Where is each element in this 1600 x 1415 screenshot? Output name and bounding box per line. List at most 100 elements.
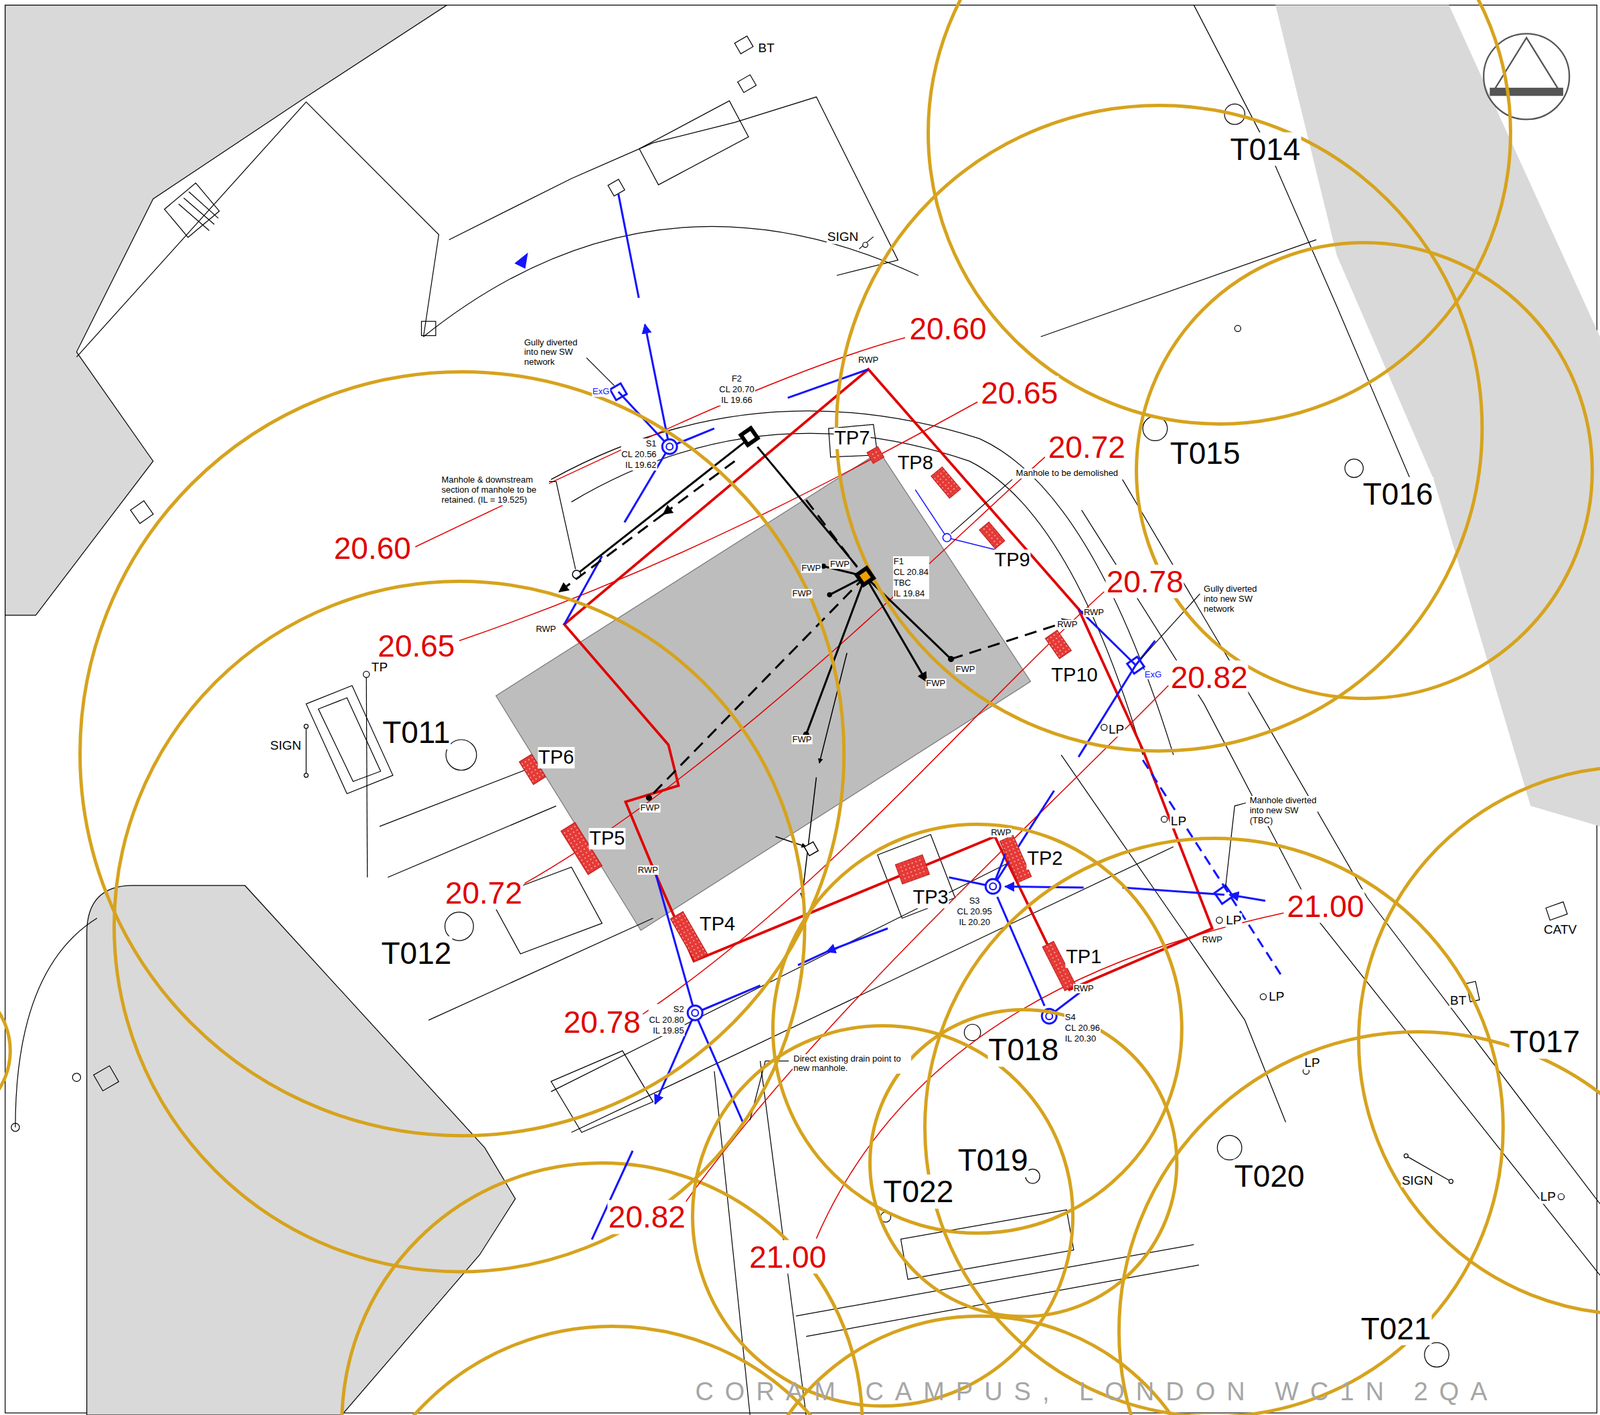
sign-post bbox=[858, 236, 873, 250]
tree-id: T012 bbox=[380, 935, 452, 971]
annotation-note: Manhole to be demolished bbox=[1015, 468, 1120, 479]
canopy-shape bbox=[1134, 241, 1594, 701]
tree-id: T016 bbox=[1362, 476, 1434, 511]
foul-network bbox=[558, 438, 1072, 898]
lamp-post bbox=[1216, 917, 1223, 924]
manhole-symbol bbox=[1038, 1006, 1060, 1027]
manhole-level: IL 19.66 bbox=[718, 394, 755, 406]
drain-point-label: FWP bbox=[829, 559, 851, 570]
catv-chamber bbox=[1545, 901, 1568, 920]
drain-point-label: RWP bbox=[1056, 619, 1078, 630]
street-furniture-label: TP bbox=[370, 660, 389, 675]
manhole-data: F1CL 20.84TBCIL 19.84 bbox=[893, 556, 930, 600]
boundary-line bbox=[1193, 5, 1424, 511]
annotation-note: Manhole & downstream section of manhole … bbox=[440, 475, 549, 506]
trial-pit: TP7 bbox=[866, 445, 885, 464]
street-furniture-label: LP bbox=[1267, 990, 1285, 1005]
canopy-outline bbox=[1358, 767, 1600, 1315]
trial-pit: TP3 bbox=[895, 852, 930, 888]
manhole-symbol bbox=[739, 426, 760, 447]
manhole-level: IL 20.20 bbox=[956, 917, 993, 928]
lamp-post bbox=[1557, 1193, 1564, 1200]
tree-id: T022 bbox=[882, 1174, 954, 1210]
trial-pit-id: TP4 bbox=[698, 913, 736, 936]
kerb-curve bbox=[15, 918, 98, 1128]
foul-pipe-proposed bbox=[558, 514, 663, 592]
flow-line bbox=[802, 777, 817, 898]
contour-line bbox=[685, 685, 1169, 1202]
trial-pit-id: TP3 bbox=[912, 887, 950, 909]
tree-id: T011 bbox=[381, 715, 451, 750]
sign-foot bbox=[1403, 1154, 1408, 1159]
contour-level: 20.60 bbox=[908, 311, 987, 347]
manhole-level: IL 19.62 bbox=[620, 459, 657, 471]
small-chamber bbox=[130, 500, 154, 524]
manhole-cover bbox=[859, 571, 871, 583]
manhole-id: S4 bbox=[1064, 1012, 1101, 1023]
trial-pit-id: TP1 bbox=[1065, 946, 1102, 969]
sign-foot bbox=[303, 773, 308, 778]
sw-pipe bbox=[644, 324, 670, 448]
annotation-note: Gully diverted into new SW network bbox=[1203, 584, 1266, 615]
base-map bbox=[11, 5, 1600, 1415]
drain-point-label: FWP bbox=[800, 563, 822, 574]
drain-point-label: RWP bbox=[1201, 935, 1224, 945]
existing-gully bbox=[1127, 656, 1145, 674]
drain-point-label: RWP bbox=[857, 355, 879, 365]
bt-chamber bbox=[734, 36, 754, 55]
canopy-outline bbox=[928, 0, 1511, 424]
street-furniture-label: LP bbox=[1107, 722, 1125, 737]
tree-canopy: T016 bbox=[1134, 241, 1594, 701]
building-outline bbox=[1041, 239, 1317, 337]
street-furniture-label: BT bbox=[757, 40, 776, 55]
tree-canopy: T022 bbox=[690, 1024, 1075, 1408]
manhole-level: CL 20.96 bbox=[1064, 1022, 1101, 1034]
tree-trunk bbox=[1217, 1135, 1242, 1161]
drain-point-label: FWP bbox=[639, 803, 661, 813]
contour-line bbox=[816, 913, 1284, 1239]
manhole-cover bbox=[989, 883, 997, 891]
fwp-point bbox=[947, 656, 954, 663]
canopy-shape bbox=[926, 0, 1513, 426]
street-furniture-label: LP bbox=[1225, 913, 1242, 928]
tree-id: T015 bbox=[1169, 435, 1242, 470]
manhole-level: TBC bbox=[893, 577, 930, 589]
trial-pit-id: TP5 bbox=[588, 828, 626, 850]
trial-pit-area bbox=[1045, 630, 1071, 659]
foul-pipe bbox=[806, 576, 865, 735]
manhole-ring bbox=[662, 439, 677, 455]
canopy-shape bbox=[1117, 1030, 1600, 1415]
tree-trunk bbox=[1424, 1342, 1450, 1368]
tree-canopy-outline bbox=[0, 979, 11, 1123]
manhole-symbol bbox=[982, 876, 1003, 897]
sign-foot bbox=[862, 242, 869, 248]
annotation-note: Manhole diverted into new SW (TBC) bbox=[1249, 795, 1318, 827]
pit-shape bbox=[895, 852, 930, 888]
manhole-id: S1 bbox=[620, 438, 657, 450]
manhole-cover bbox=[743, 431, 755, 443]
contour-line bbox=[459, 402, 978, 642]
manhole-body bbox=[737, 425, 760, 448]
pit-frame bbox=[877, 834, 956, 919]
tree-trunk bbox=[1344, 459, 1364, 478]
sw-pipe bbox=[787, 369, 869, 399]
building-outline bbox=[449, 97, 899, 276]
site-caption: CORAM CAMPUS, LONDON WC1N 2QA bbox=[694, 1378, 1499, 1407]
sw-pipe bbox=[915, 490, 945, 535]
tree-canopies bbox=[0, 979, 1215, 1415]
annotation-note: Direct existing drain point to new manho… bbox=[792, 1054, 912, 1075]
contour-level: 20.65 bbox=[376, 629, 456, 664]
sw-pipe bbox=[1135, 640, 1155, 666]
canopy-outline bbox=[836, 105, 1482, 752]
street-furniture-label: LP bbox=[1170, 814, 1187, 829]
new-building-footprint bbox=[496, 451, 1031, 931]
manhole-id: S3 bbox=[956, 895, 993, 907]
manhole-id: F2 bbox=[718, 373, 755, 385]
fwp-point bbox=[646, 794, 653, 801]
sw-pipe bbox=[618, 194, 639, 298]
drain-point-label: FWP bbox=[954, 664, 976, 675]
foul-pipe-proposed bbox=[648, 576, 865, 798]
trial-pit-area bbox=[931, 467, 961, 499]
sw-pipe bbox=[1229, 895, 1266, 902]
